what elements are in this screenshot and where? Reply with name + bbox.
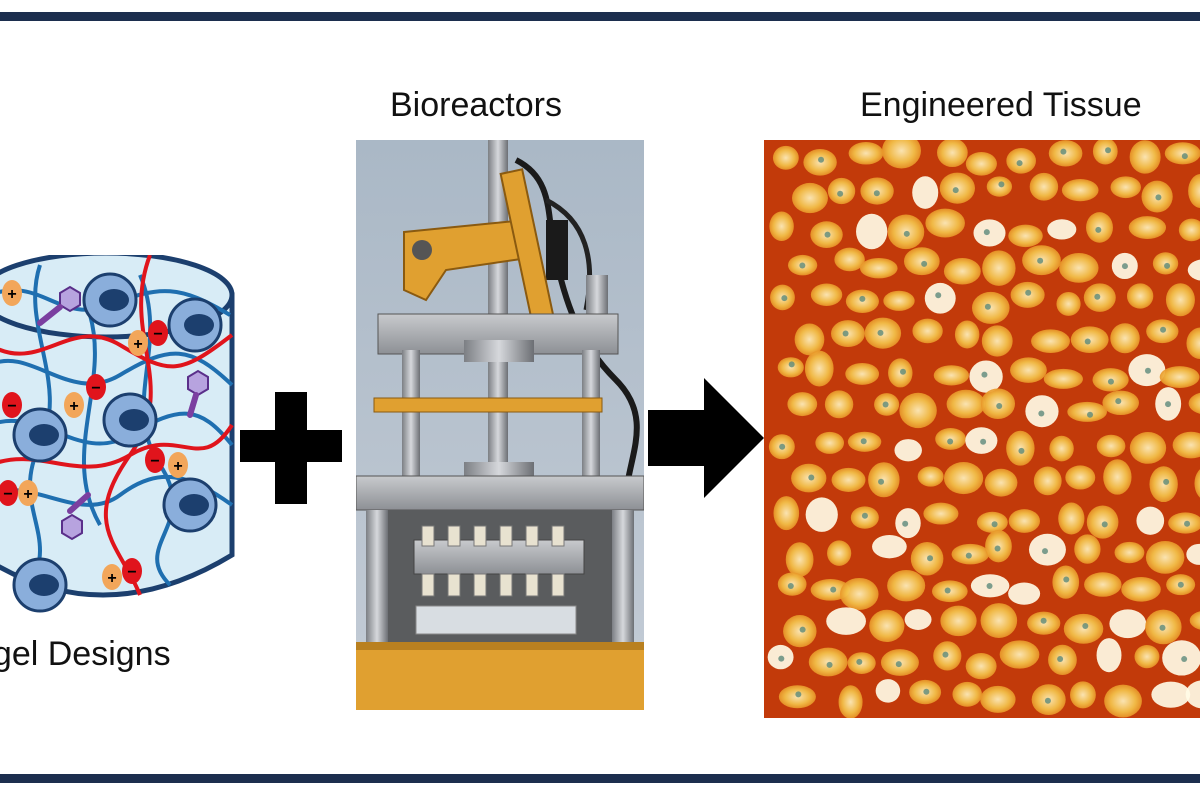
plus-icon xyxy=(240,392,342,509)
bioreactor-photo xyxy=(356,140,644,710)
svg-text:+: + xyxy=(173,458,182,475)
svg-text:+: + xyxy=(7,286,16,303)
svg-text:−: − xyxy=(150,453,159,470)
svg-text:−: − xyxy=(7,398,16,415)
svg-text:+: + xyxy=(69,398,78,415)
svg-text:−: − xyxy=(153,326,162,343)
hydrogel-illustration: + + − − + − − + − + + − xyxy=(0,255,240,615)
engineered-tissue-label: Engineered Tissue xyxy=(860,86,1142,124)
bioreactors-label: Bioreactors xyxy=(390,86,562,124)
arrow-right-icon xyxy=(648,378,764,503)
bottom-border xyxy=(0,774,1200,783)
svg-text:−: − xyxy=(127,564,136,581)
svg-text:−: − xyxy=(91,380,100,397)
svg-text:+: + xyxy=(23,486,32,503)
svg-text:−: − xyxy=(3,486,12,503)
svg-text:+: + xyxy=(133,336,142,353)
top-border xyxy=(0,12,1200,21)
hydrogel-designs-label: ogel Designs xyxy=(0,635,171,673)
tissue-micrograph xyxy=(764,140,1200,718)
svg-text:+: + xyxy=(107,570,116,587)
